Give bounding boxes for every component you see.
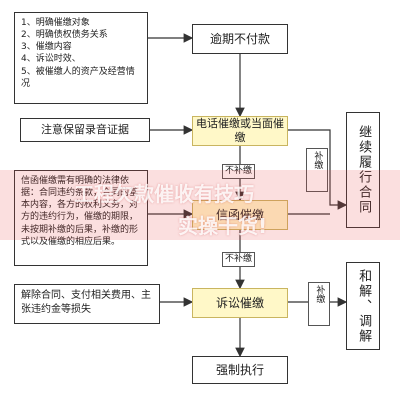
- record-text: 注意保留录音证据: [41, 123, 129, 137]
- continue-contract-text: 继续履行合同: [356, 125, 372, 215]
- phone-collection-text: 电话催缴或当面催缴: [196, 117, 284, 144]
- note-lawsuit: 解除合同、支付相关费用、主张违约金等损失: [14, 284, 160, 324]
- lawsuit-collection-box: 诉讼催缴: [192, 288, 288, 318]
- overdue-text: 逾期不付款: [209, 31, 270, 46]
- label-pay-1-text: 补缴: [312, 151, 323, 169]
- preparation-list: 1、明确催缴对象 2、明确债权债务关系 3、催缴内容 4、诉讼时效、 5、被催缴…: [21, 17, 141, 90]
- enforcement-box: 强制执行: [192, 356, 288, 384]
- headline-band: [0, 170, 400, 240]
- lawsuit-note-text: 解除合同、支付相关费用、主张违约金等损失: [21, 290, 151, 315]
- label-no-pay-1: 不补缴: [222, 164, 256, 179]
- lawsuit-collection-text: 诉讼催缴: [215, 295, 264, 310]
- label-no-pay-2: 不补缴: [222, 252, 256, 267]
- note-letter: 信函催缴需有明确的法律依据：合同违约条款，合同的基本内容，各方的权利义务，对方的…: [14, 170, 148, 266]
- label-pay-2: 补缴: [308, 282, 330, 326]
- letter-collection-text: 信函催缴: [215, 207, 264, 222]
- preparation-item: 2、明确债权债务关系: [21, 30, 108, 41]
- headline-line-2: 实操干货!: [178, 214, 268, 238]
- letter-collection-box: 信函催缴: [192, 200, 288, 230]
- enforcement-text: 强制执行: [215, 362, 264, 377]
- settlement-text: 和解、调解: [356, 268, 372, 344]
- note-preparation: 1、明确催缴对象 2、明确债权债务关系 3、催缴内容 4、诉讼时效、 5、被催缴…: [14, 12, 148, 104]
- preparation-item: 1、明确催缴对象: [21, 18, 90, 28]
- note-record: 注意保留录音证据: [20, 118, 150, 142]
- letter-note-text: 信函催缴需有明确的法律依据：合同违约条款，合同的基本内容，各方的权利义务，对方的…: [21, 176, 139, 247]
- continue-contract-box: 继续履行合同: [346, 112, 380, 228]
- phone-collection-box: 电话催缴或当面催缴: [192, 116, 288, 146]
- settlement-box: 和解、调解: [346, 262, 380, 350]
- label-pay-2-text: 补缴: [314, 285, 325, 303]
- preparation-item: 3、催缴内容: [21, 42, 72, 53]
- preparation-item: 5、被催缴人的资产及经营情况: [21, 66, 135, 89]
- preparation-item: 4、诉讼时效、: [21, 54, 81, 65]
- overdue-box: 逾期不付款: [192, 24, 288, 54]
- headline-line-1: 工程欠款催收有技巧: [74, 182, 254, 206]
- label-pay-1: 补缴: [306, 148, 328, 192]
